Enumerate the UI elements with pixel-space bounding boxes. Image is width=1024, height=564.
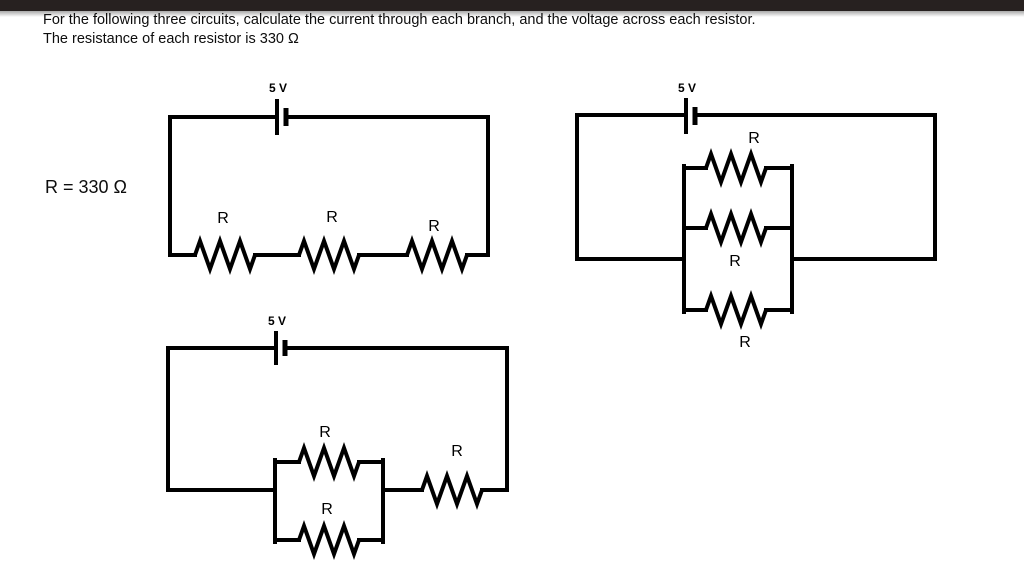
resistor-zigzag xyxy=(704,290,768,330)
wire xyxy=(168,115,277,257)
resistor-label: R xyxy=(217,210,229,227)
circuit-combo: 5 V R R R xyxy=(166,314,509,560)
resistor-zigzag xyxy=(420,470,484,510)
resistor-label: R xyxy=(321,501,333,518)
resistance-value-note: R = 330 Ω xyxy=(45,177,128,197)
wire xyxy=(695,113,937,261)
resistor-zigzag xyxy=(297,520,361,560)
top-bar-shadow xyxy=(0,11,1024,17)
problem-statement-line1: For the following three circuits, calcul… xyxy=(43,12,756,28)
circuit-parallel: 5 V R R R xyxy=(575,81,937,351)
resistor-label: R xyxy=(748,130,760,147)
wire xyxy=(286,115,490,257)
resistor-label: R xyxy=(326,209,338,226)
battery-label: 5 V xyxy=(678,81,696,95)
resistor-label: R xyxy=(428,218,440,235)
wire xyxy=(166,346,277,492)
resistor-zigzag xyxy=(193,235,257,275)
battery-label: 5 V xyxy=(269,81,287,95)
resistor-label: R xyxy=(451,443,463,460)
problem-statement-line2: The resistance of each resistor is 330 Ω xyxy=(43,31,299,47)
circuit-series: 5 V R R R xyxy=(168,81,490,275)
resistor-zigzag xyxy=(297,235,361,275)
resistor-zigzag xyxy=(704,208,768,248)
resistor-zigzag xyxy=(297,442,361,482)
wire xyxy=(575,113,686,261)
battery-label: 5 V xyxy=(268,314,286,328)
wire xyxy=(285,346,509,492)
resistor-label: R xyxy=(319,424,331,441)
resistor-zigzag xyxy=(704,148,768,188)
resistor-label: R xyxy=(729,253,741,270)
window-top-bar xyxy=(0,0,1024,11)
resistor-zigzag xyxy=(405,235,469,275)
resistor-label: R xyxy=(739,334,751,351)
problem-statement: For the following three circuits, calcul… xyxy=(43,11,756,49)
